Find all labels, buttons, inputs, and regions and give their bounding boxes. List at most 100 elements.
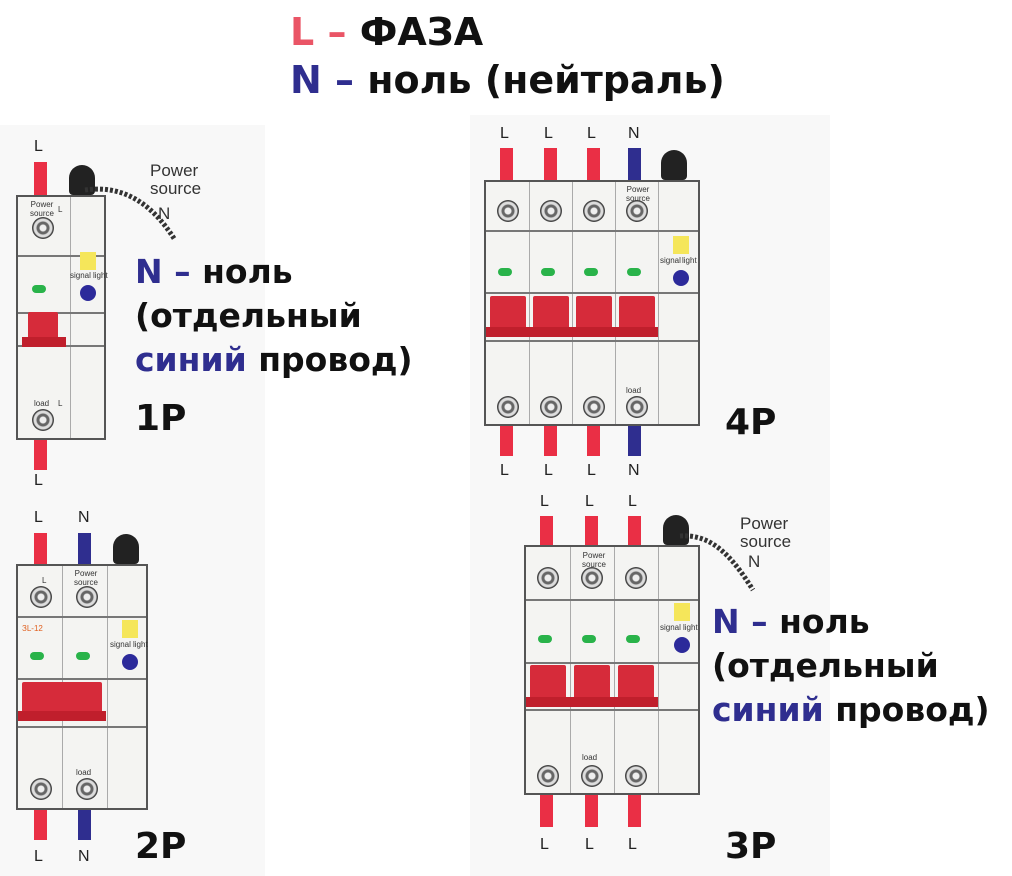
phase-wire-bottom [628, 795, 641, 827]
status-led [582, 635, 596, 643]
signal-text: signal [660, 256, 681, 265]
indicator-icon [122, 620, 138, 638]
wire-label-bottom: L [544, 462, 553, 479]
model-text: ЗL-12 [22, 624, 43, 633]
inner-load-text: load [34, 399, 50, 408]
terminal-icon [497, 396, 519, 418]
wire-label-top-l: L [34, 509, 43, 526]
phase-wire-bottom [587, 426, 600, 456]
wire-label-top-l: L [34, 138, 43, 155]
signal-light-icon [674, 637, 690, 653]
terminal-icon [581, 567, 603, 589]
light-text: light [683, 623, 698, 632]
inner-load-l-text: L [58, 399, 63, 408]
inner-load-text: load [582, 753, 598, 762]
terminal-icon [625, 567, 647, 589]
phase-wire-top [587, 148, 600, 182]
toggle-handle [533, 296, 569, 332]
status-led [498, 268, 512, 276]
phase-wire-top [585, 516, 598, 546]
wire-label-top: N [628, 125, 640, 142]
terminal-icon [540, 396, 562, 418]
neutral-cap-icon [663, 515, 689, 545]
status-led [627, 268, 641, 276]
phase-wire-bottom [34, 810, 47, 840]
terminal-icon [76, 586, 98, 608]
phase-text: ФАЗА [359, 10, 484, 54]
wire-label-bottom: L [585, 836, 594, 853]
neutral-wire-top [628, 148, 641, 182]
inner-load-text: load [76, 768, 92, 777]
inner-power-source-text: Power source [73, 569, 98, 587]
terminal-icon [583, 396, 605, 418]
neutral-note-3p: N – ноль (отдельный синий провод) [712, 602, 990, 729]
terminal-icon [497, 200, 519, 222]
phase-wire-bottom [34, 440, 47, 470]
wire-label-top: L [500, 125, 509, 142]
wire-label-top: L [587, 125, 596, 142]
indicator-icon [673, 236, 689, 254]
wire-label-bottom-l: L [34, 848, 43, 865]
neutral-lead-wire [679, 533, 756, 592]
bottom-terminal-icon [32, 409, 54, 431]
wire-label-top: L [628, 493, 637, 510]
wire-label-top: L [540, 493, 549, 510]
toggle-handle [574, 665, 610, 701]
neutral-lead-wire [84, 186, 178, 242]
terminal-icon [30, 586, 52, 608]
terminal-icon [626, 396, 648, 418]
phase-wire-top [34, 162, 47, 196]
signal-light-icon [122, 654, 138, 670]
status-led [626, 635, 640, 643]
light-text: light [133, 640, 148, 649]
toggle-handle [618, 665, 654, 701]
signal-text: signal [110, 640, 131, 649]
neutral-cap-icon [661, 150, 687, 180]
neutral-text: ноль (нейтраль) [367, 58, 725, 102]
wire-label-bottom-n: N [78, 848, 90, 865]
terminal-icon [76, 778, 98, 800]
wire-label-bottom: L [540, 836, 549, 853]
handle-base [486, 327, 658, 337]
terminal-icon [625, 765, 647, 787]
status-led [30, 652, 44, 660]
toggle-handle [619, 296, 655, 332]
phase-wire-top [540, 516, 553, 546]
phase-wire-bottom [540, 795, 553, 827]
pole-tag-4p: 4P [725, 402, 777, 443]
inner-l-text: L [42, 576, 47, 585]
signal-text: signal [660, 623, 681, 632]
wire-label-top: L [585, 493, 594, 510]
terminal-icon [30, 778, 52, 800]
wire-label-bottom: L [500, 462, 509, 479]
terminal-icon [581, 765, 603, 787]
wire-label-bottom-l: L [34, 472, 43, 489]
light-text: light [93, 271, 108, 280]
phase-wire-bottom [544, 426, 557, 456]
inner-power-source-text: Power source [625, 185, 650, 203]
signal-text: signal [70, 271, 91, 280]
neutral-wire-bottom [78, 810, 91, 840]
breaker-2p-body: L Power source ЗL-12 signal light load [16, 564, 148, 810]
inner-l-text: L [58, 205, 63, 214]
neutral-wire-bottom [628, 426, 641, 456]
handle-base [22, 337, 66, 347]
neutral-dash: – [335, 58, 355, 102]
pole-tag-3p: 3P [725, 826, 777, 867]
wire-label-bottom: N [628, 462, 640, 479]
toggle-handle [490, 296, 526, 332]
neutral-note-1p: N – ноль (отдельный синий провод) [135, 252, 413, 379]
phase-wire-top [628, 516, 641, 546]
phase-wire-top [500, 148, 513, 182]
wire-label-top-n: N [78, 509, 90, 526]
neutral-wire-top [78, 533, 91, 565]
power-source-n: N [748, 552, 761, 571]
indicator-icon [674, 603, 690, 621]
signal-light-icon [673, 270, 689, 286]
inner-load-text: load [626, 386, 642, 395]
power-source-n: N [158, 204, 171, 223]
top-terminal-icon [32, 217, 54, 239]
pole-tag-1p: 1P [135, 398, 187, 439]
